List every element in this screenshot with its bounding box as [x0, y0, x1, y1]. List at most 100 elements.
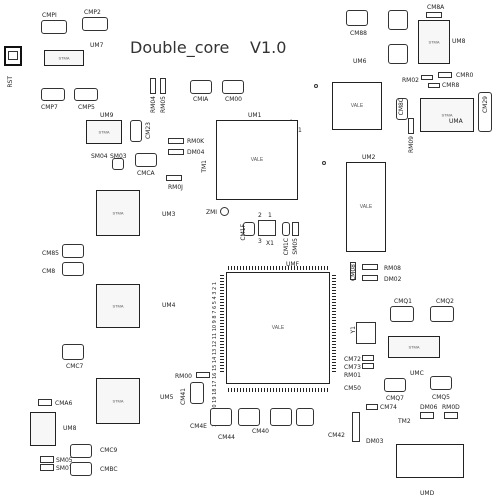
- cm40-part: [270, 408, 292, 426]
- rm05-part: [160, 78, 166, 94]
- um7-label: UM7: [90, 42, 104, 49]
- tm2-label: TM2: [398, 418, 411, 425]
- sm05-label: SM05: [292, 238, 299, 255]
- cmc7-chip: STMA: [388, 336, 440, 358]
- cm00-part: [222, 80, 244, 94]
- cm00-label: CM00: [225, 96, 243, 103]
- um5-chip: STMA: [96, 378, 140, 424]
- cmr8-label: CMR8: [442, 82, 460, 89]
- dm04-label: DM04: [187, 149, 205, 156]
- um1-pin-1: 1: [298, 127, 302, 134]
- sm05b-label: SM05: [56, 457, 73, 464]
- um4-chip: STMA: [96, 284, 140, 328]
- cmr8-part: [428, 83, 440, 88]
- cmp5-label: CMP5: [78, 104, 95, 111]
- cma6-label: CMA6: [55, 400, 73, 407]
- cm1f-label: CM1F: [240, 224, 247, 241]
- cm85-part: [62, 244, 84, 258]
- cmq7-label: CMQ7: [386, 395, 404, 402]
- sm07-label: SM07: [56, 465, 73, 472]
- dm03-label: DM03: [366, 438, 384, 445]
- board-version: V1.0: [250, 38, 287, 57]
- cmr0-label: CMR0: [456, 72, 474, 79]
- sm07-part: [40, 464, 54, 471]
- cmr0-part: [438, 72, 452, 78]
- rm00-label: RM00: [175, 373, 192, 380]
- cm8a-label: CM8A: [427, 4, 445, 11]
- cm44-part: [238, 408, 260, 426]
- sm03-part: [112, 158, 124, 170]
- uma-chip: STMA: [420, 98, 474, 132]
- x1-pin-2: 2: [258, 212, 262, 219]
- rm00-part: [196, 372, 210, 378]
- sm03-label: SM03: [110, 153, 127, 160]
- cmia-part: [190, 80, 212, 94]
- cmq5-label: CMQ5: [432, 394, 450, 401]
- um5-label: UM5: [160, 394, 174, 401]
- rm02-label: RM02: [402, 77, 419, 84]
- cm4e-label: CM4E: [190, 423, 207, 430]
- reset-switch-inner: [8, 51, 18, 60]
- um9-chip: STMA: [86, 120, 122, 144]
- um3-label: UM3: [162, 211, 176, 218]
- cmp5-part: [74, 88, 98, 101]
- dm02-label: DM02: [384, 276, 402, 283]
- cmq1-part: [390, 306, 414, 322]
- cmbc-label: CMBC: [100, 466, 118, 473]
- um7-chip: STMA: [44, 50, 84, 66]
- cm50-label: CM50: [344, 385, 362, 392]
- rm05-label: RM05: [160, 96, 167, 113]
- cm8b-part-b: [388, 44, 408, 64]
- rm09-label: RM09: [408, 136, 415, 153]
- um2-upper-chip: VALE: [332, 82, 382, 130]
- cm29-part: [478, 92, 492, 132]
- rm0k-part: [168, 138, 184, 144]
- umf-left-pins: [220, 274, 224, 372]
- rm08-part: [362, 264, 378, 270]
- cmc9-part: [70, 444, 92, 458]
- cm1f-part: [243, 222, 255, 236]
- x1-pin-1: 1: [268, 212, 272, 219]
- um2-chip: VALE: [346, 162, 386, 252]
- cm42-part-a: [296, 408, 314, 426]
- um9-label: UM9: [100, 112, 114, 119]
- um3-chip: STMA: [96, 190, 140, 236]
- rst-label: RST: [7, 76, 14, 88]
- cm72-part: [362, 355, 374, 361]
- um8-chip: STMA: [418, 20, 450, 64]
- dm06-part: [420, 412, 434, 419]
- y1-crystal: [356, 322, 376, 344]
- rm0j-label: RM0J: [168, 184, 183, 191]
- um2-label: UM2: [362, 154, 376, 161]
- cm72-label: CM72: [344, 356, 362, 363]
- cm73-part: [362, 363, 374, 369]
- cmc7-cap-label: CMC7: [66, 363, 84, 370]
- rm0k-label: RM0K: [187, 138, 205, 145]
- cmp1-label: CMPI: [42, 12, 57, 19]
- um8b-label: UM8: [63, 425, 77, 432]
- cm85-label: CM85: [42, 250, 60, 257]
- cmca-part: [135, 153, 157, 167]
- cm42-label: CM42: [328, 432, 346, 439]
- cm44-label: CM44: [218, 434, 236, 441]
- um8b-chip: [30, 412, 56, 446]
- rm02-part: [421, 75, 433, 80]
- umf-bottom-pins: [228, 388, 328, 392]
- rm04-label: RM04: [150, 96, 157, 113]
- rm0d-part: [444, 412, 458, 419]
- tm1-label: TM1: [201, 160, 208, 173]
- cm23-part: [130, 120, 142, 142]
- um1-chip: VALE: [216, 120, 298, 200]
- dm06-label: DM06: [420, 404, 438, 411]
- cmp7-label: CMP7: [41, 104, 58, 111]
- cm8-label: CM8: [42, 268, 56, 275]
- cm08-part: [350, 262, 356, 280]
- cm8c-label: CM8C: [398, 98, 405, 116]
- umf-label: UMF: [286, 261, 300, 268]
- cm41-part: [190, 382, 204, 404]
- umf-top-pins: [228, 266, 328, 270]
- cma6-part: [38, 399, 52, 406]
- umd-chip: [396, 444, 464, 478]
- cm1c-part: [282, 222, 290, 236]
